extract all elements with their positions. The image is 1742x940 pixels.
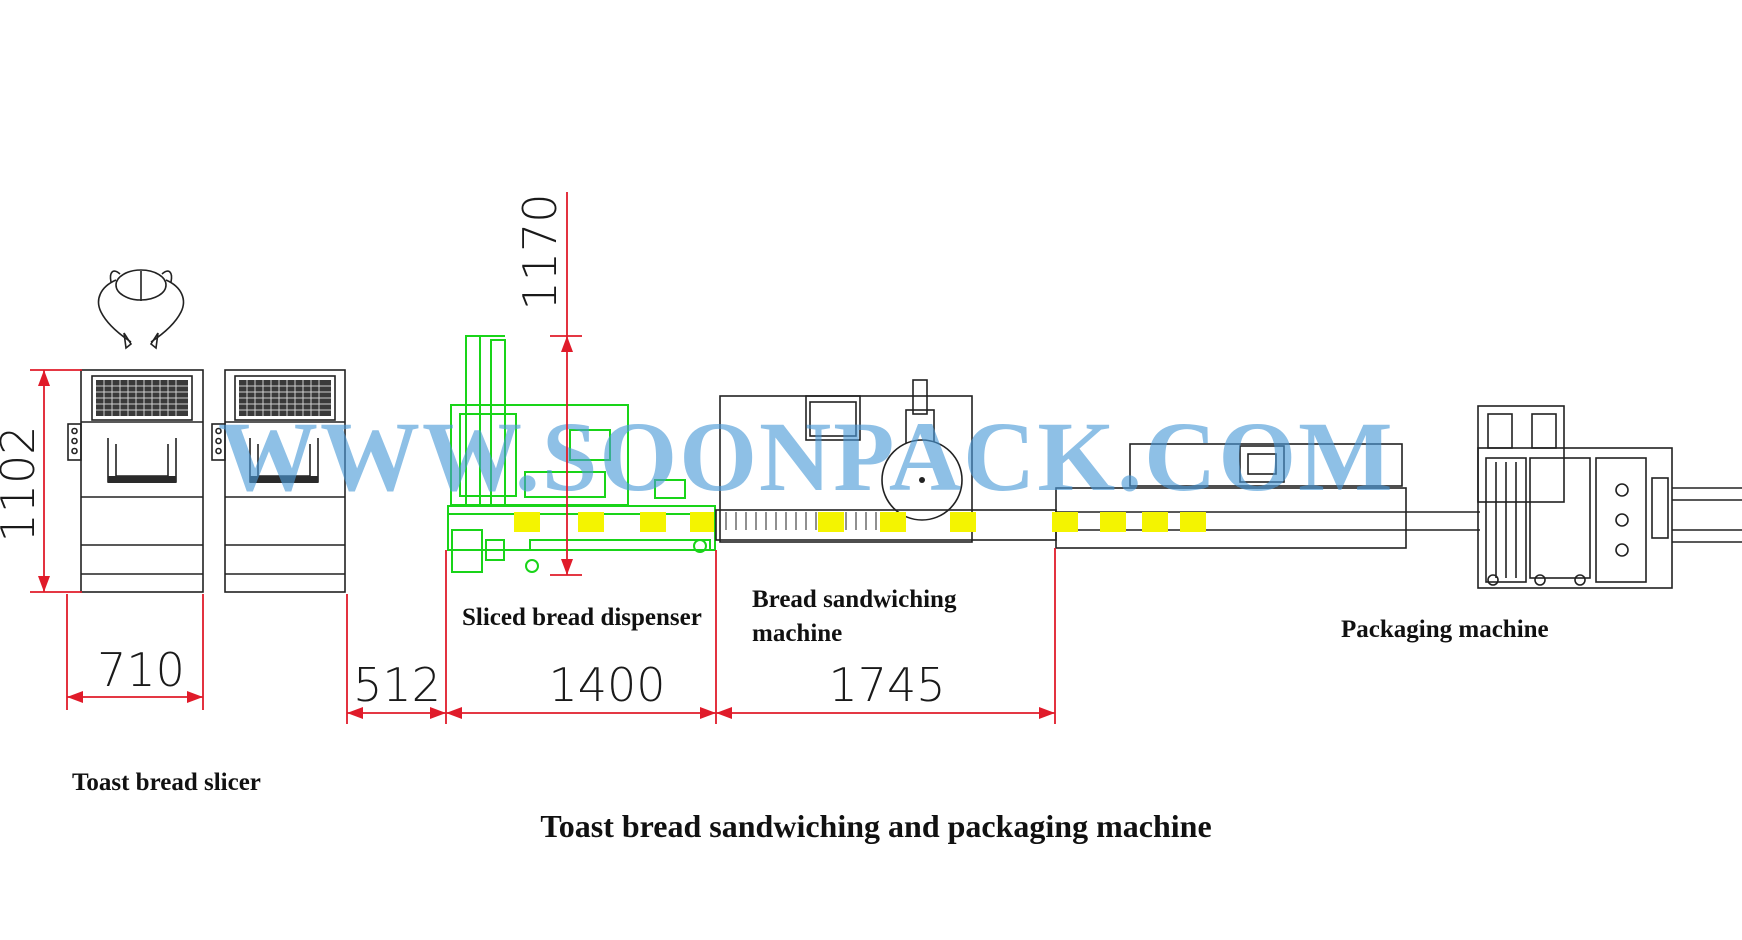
diagram-title: Toast bread sandwiching and packaging ma… xyxy=(540,808,1211,844)
dim-height-left: 1102 xyxy=(0,425,45,542)
label-bread-sandwiching-line1: Bread sandwiching xyxy=(752,586,957,613)
dimension-lines xyxy=(30,192,1056,724)
sliced-bread-dispenser xyxy=(447,335,716,573)
label-bread-sandwiching-line2: machine xyxy=(752,620,842,647)
bread-slices xyxy=(514,512,1206,532)
packaging-machine xyxy=(1477,405,1742,589)
toast-bread-slicer-1 xyxy=(67,369,204,593)
label-packaging-machine: Packaging machine xyxy=(1341,616,1549,643)
dim-sandwich-width: 1745 xyxy=(828,658,945,712)
operator-figure xyxy=(97,269,185,350)
bread-sandwiching-machine xyxy=(715,379,1480,549)
dim-gap: 512 xyxy=(353,658,441,712)
dim-height-dispenser: 1170 xyxy=(513,193,567,310)
dim-slicer-width: 710 xyxy=(97,643,185,697)
toast-bread-slicer-2 xyxy=(211,369,346,593)
dim-dispenser-width: 1400 xyxy=(548,658,665,712)
label-sliced-bread-dispenser: Sliced bread dispenser xyxy=(462,604,702,631)
watermark-text: WWW.SOONPACK.COM xyxy=(218,401,1394,512)
label-toast-bread-slicer: Toast bread slicer xyxy=(72,769,261,796)
